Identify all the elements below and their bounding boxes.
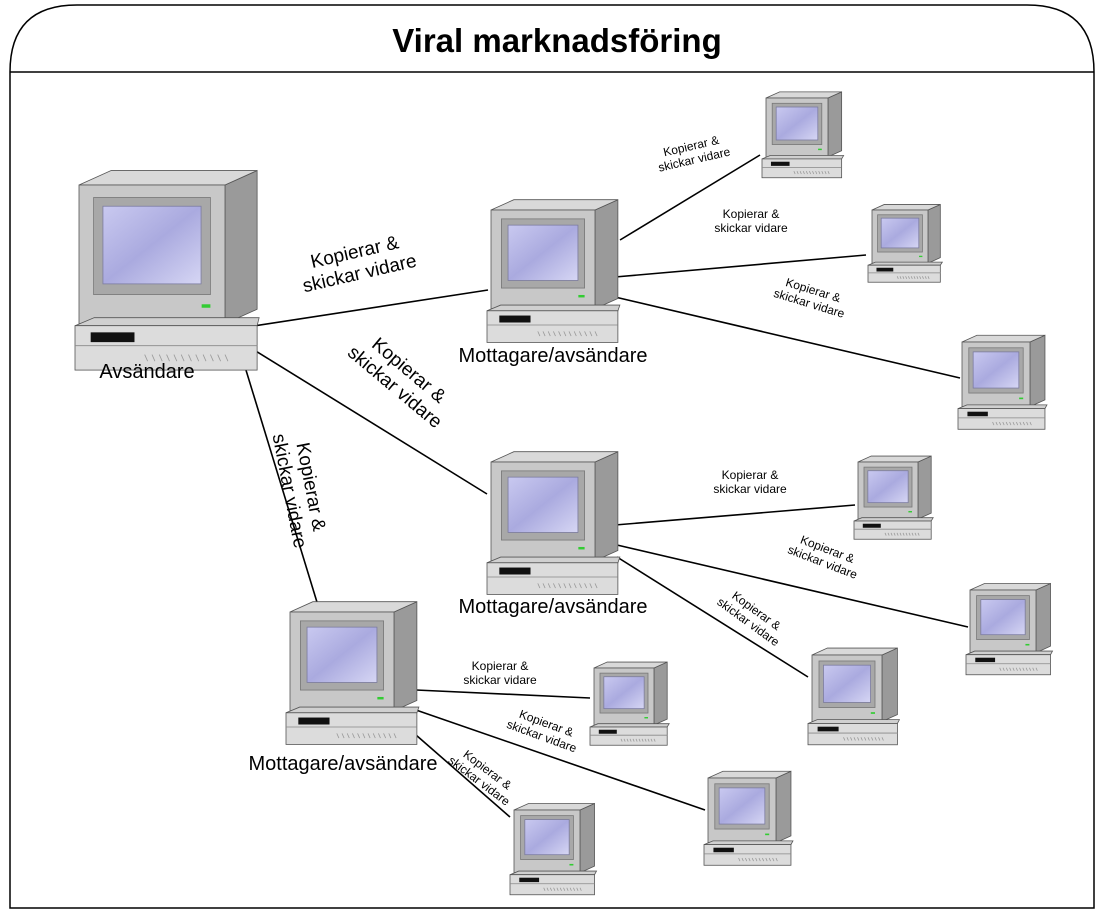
link-line [415,689,591,699]
power-led [377,696,384,700]
link-line [237,343,321,613]
link-label: Kopierar &skickar vidare [463,659,537,687]
endpoint-computer [509,802,598,896]
screen [980,599,1026,636]
diagram-title: Viral marknadsföring [392,22,722,59]
disk-drive [817,726,839,732]
screen [507,476,579,533]
receiver-label-2: Mottagare/avsändare [458,596,647,618]
disk-drive [499,567,531,575]
disk-drive [876,267,894,272]
power-led [908,511,912,513]
link-line [237,339,488,495]
screen [524,819,570,856]
link-line [616,556,809,678]
endpoint-computer [965,582,1054,676]
power-led [578,546,585,550]
link-line [246,289,489,328]
disk-drive [770,161,790,166]
screen [102,205,202,285]
link-line [616,544,969,628]
disk-drive [519,877,540,883]
power-led [569,863,574,866]
disk-drive [713,847,734,853]
receiver-computer-3 [285,601,420,745]
receiver-computer-2 [486,451,621,595]
power-led [201,304,211,308]
connection-lines [237,154,969,818]
power-led [1019,397,1024,400]
link-line [614,296,961,379]
link-line [614,254,867,278]
computers [74,91,1054,896]
power-led [818,148,822,151]
endpoint-computer [807,647,901,746]
power-led [765,833,770,836]
power-led [578,294,585,298]
screen [603,676,645,710]
disk-drive [967,411,988,417]
link-line [614,504,856,526]
endpoint-computer [957,334,1048,430]
screen [718,787,766,825]
receiver-computer-1 [486,199,621,343]
power-led [870,712,875,714]
endpoint-computer [589,661,670,746]
endpoint-computer [867,203,944,283]
receiver-label-1: Mottagare/avsändare [458,345,647,367]
disk-drive [598,729,617,734]
link-label: Kopierar &skickar vidare [713,468,787,496]
link-line [415,709,706,811]
power-led [919,255,923,258]
power-led [1025,643,1030,646]
screen [880,217,920,249]
disk-drive [862,523,881,528]
link-line [415,734,511,818]
receiver-label-3: Mottagare/avsändare [248,753,437,775]
power-led [644,717,648,719]
screen [775,106,819,141]
screen [306,626,378,683]
endpoint-computer [761,91,845,179]
disk-drive [499,315,531,323]
link-line [619,154,761,241]
disk-drive [298,717,330,725]
sender-computer [74,169,260,371]
endpoint-computer [853,455,934,540]
disk-drive [90,332,135,343]
screen [867,470,909,504]
screen [823,664,871,703]
endpoint-computer [703,770,794,866]
screen [972,351,1020,389]
disk-drive [975,657,996,663]
sender-label: Avsändare [99,361,194,383]
link-label: Kopierar &skickar vidare [714,207,788,235]
screen [507,224,579,281]
link-label: Kopierar &skickar vidare [296,229,419,297]
